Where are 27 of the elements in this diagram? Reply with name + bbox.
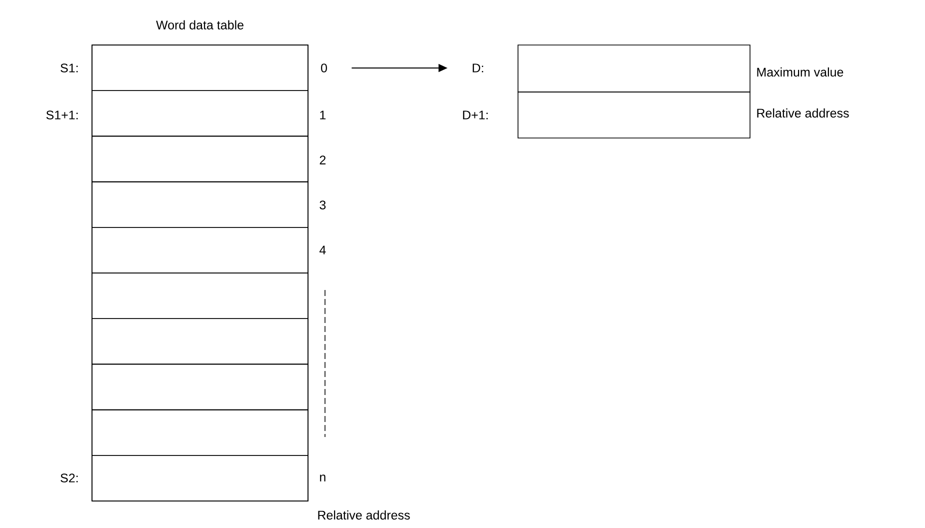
address-label: S1+1: bbox=[46, 110, 78, 120]
index-number: 2 bbox=[320, 156, 326, 164]
field-label: Relative address bbox=[757, 108, 849, 118]
axis-caption: Relative address bbox=[318, 510, 410, 520]
table-row bbox=[518, 44, 750, 92]
table-row bbox=[92, 90, 308, 137]
table-row bbox=[92, 409, 308, 456]
address-label: S1: bbox=[60, 64, 78, 72]
address-label: D: bbox=[472, 64, 484, 72]
table-row bbox=[92, 227, 308, 274]
address-label: D+1: bbox=[463, 110, 488, 120]
index-number: 0 bbox=[321, 64, 327, 72]
index-number: 1 bbox=[320, 110, 326, 120]
table-title: Word data table bbox=[156, 20, 244, 30]
address-label: S2: bbox=[60, 474, 78, 482]
table-row bbox=[92, 272, 308, 319]
index-number: 4 bbox=[320, 246, 326, 254]
field-label: Maximum value bbox=[757, 67, 844, 77]
table-row bbox=[92, 181, 308, 228]
table-row bbox=[92, 364, 308, 410]
table-row bbox=[92, 44, 308, 91]
table-row bbox=[92, 136, 308, 182]
table-row bbox=[518, 92, 750, 138]
table-row bbox=[92, 455, 308, 502]
table-row bbox=[92, 318, 308, 365]
index-number: 3 bbox=[320, 200, 326, 210]
index-number: n bbox=[320, 474, 326, 482]
